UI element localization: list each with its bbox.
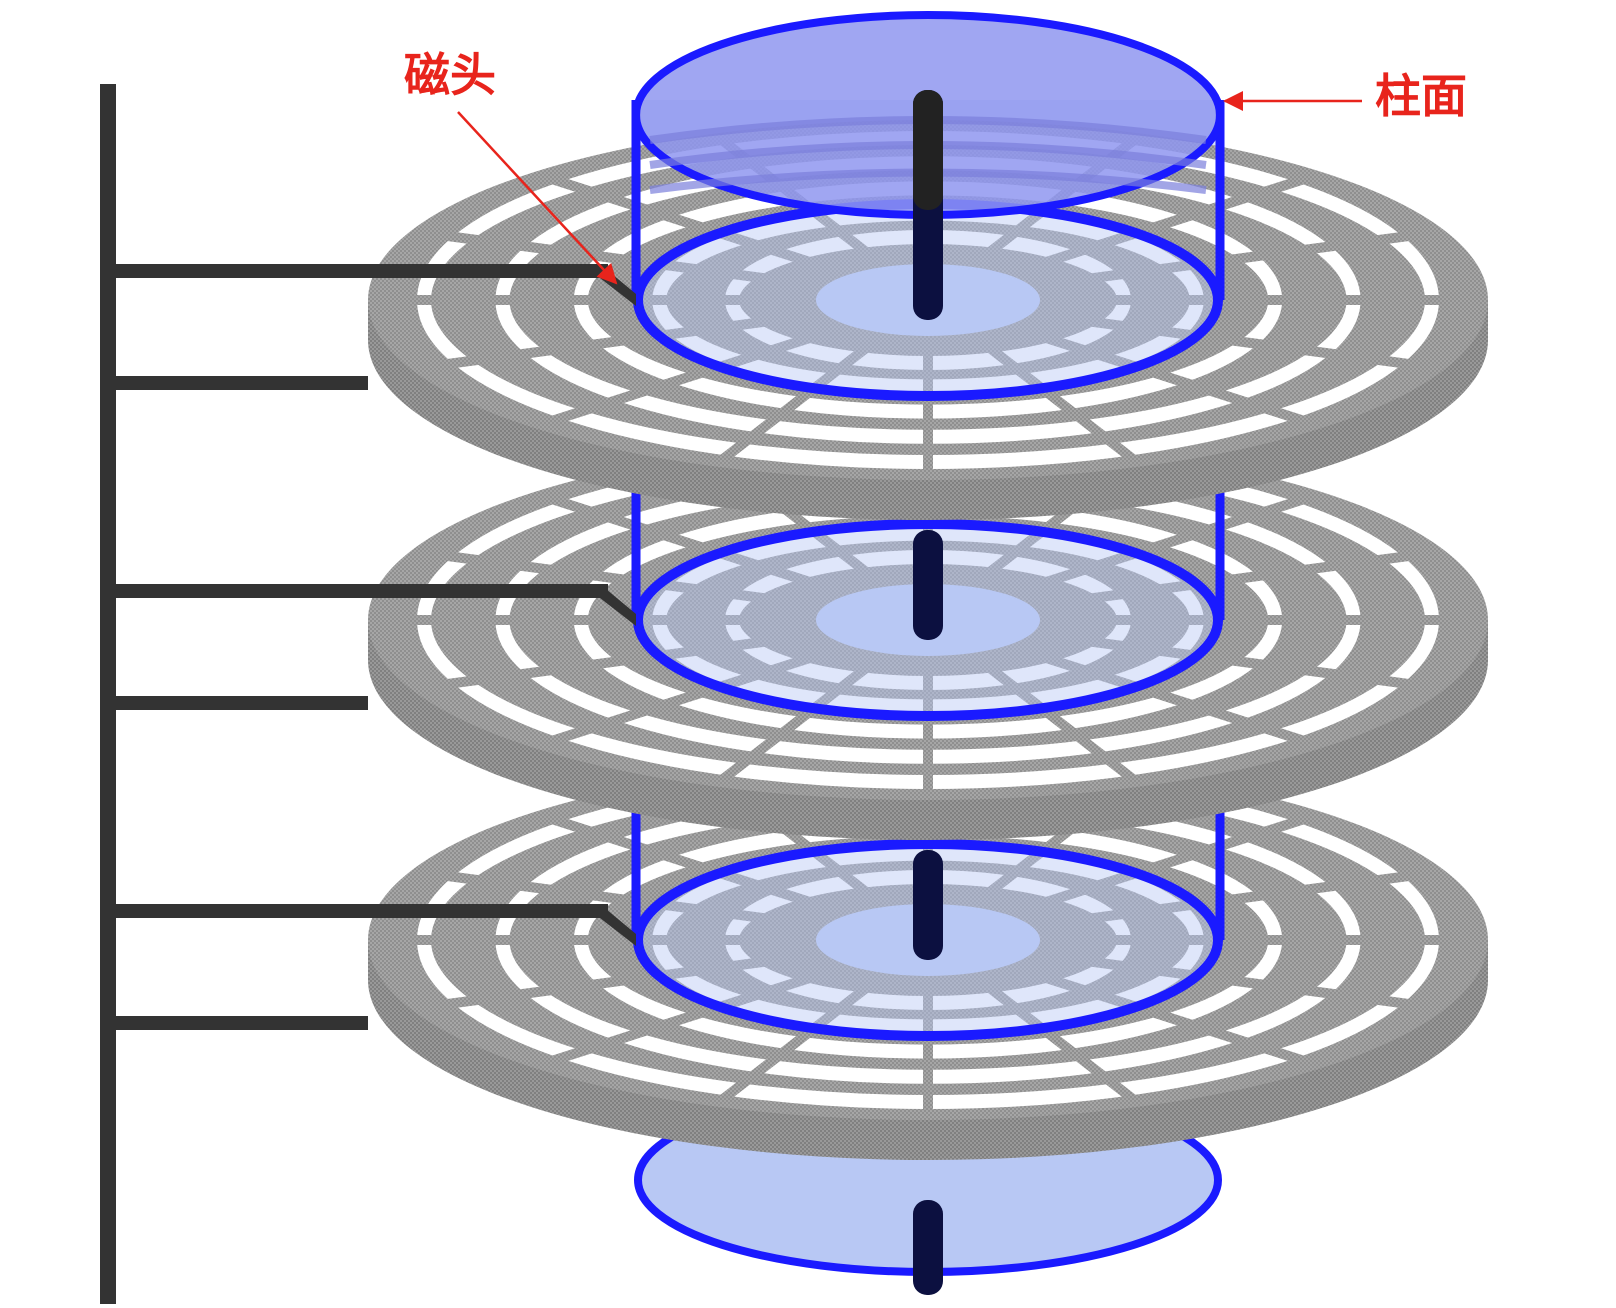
sector-divider: [542, 491, 823, 591]
sector-divider: [1067, 633, 1431, 692]
sector-divider: [1033, 329, 1314, 429]
spindle: [913, 90, 943, 1295]
head-label-group: 磁头: [404, 48, 618, 285]
sector-divider: [425, 313, 789, 372]
sector-divider: [1067, 548, 1431, 607]
sector-divider: [425, 228, 789, 287]
sector-divider: [982, 660, 1139, 786]
read-write-head: [600, 904, 636, 946]
sector-divider: [542, 649, 823, 749]
head-arm-1: [108, 264, 636, 390]
sector-divider: [717, 660, 874, 786]
sector-divider: [425, 953, 789, 1012]
sector-divider: [425, 633, 789, 692]
sector-divider: [982, 980, 1139, 1106]
sector-divider: [982, 340, 1139, 466]
sector-divider: [1033, 491, 1314, 591]
sector-divider: [1033, 969, 1314, 1069]
sector-divider: [1067, 868, 1431, 927]
cylinder-label: 柱面: [1375, 69, 1467, 123]
sector-divider: [425, 548, 789, 607]
sector-divider: [542, 969, 823, 1069]
head-label: 磁头: [404, 48, 496, 102]
sector-divider: [425, 868, 789, 927]
sector-divider: [542, 329, 823, 429]
sector-divider: [1067, 228, 1431, 287]
head-arms: [108, 264, 636, 1030]
sector-divider: [1033, 649, 1314, 749]
read-write-head: [600, 584, 636, 626]
sector-divider: [1033, 811, 1314, 911]
sector-divider: [1067, 313, 1431, 372]
sector-divider: [1067, 953, 1431, 1012]
sector-divider: [542, 171, 823, 271]
cylinder-label-group: 柱面: [1223, 69, 1467, 123]
sector-divider: [717, 980, 874, 1106]
head-arm-2: [108, 584, 636, 710]
head-arm-3: [108, 904, 636, 1030]
sector-divider: [1033, 171, 1314, 271]
sector-divider: [542, 811, 823, 911]
sector-divider: [717, 340, 874, 466]
